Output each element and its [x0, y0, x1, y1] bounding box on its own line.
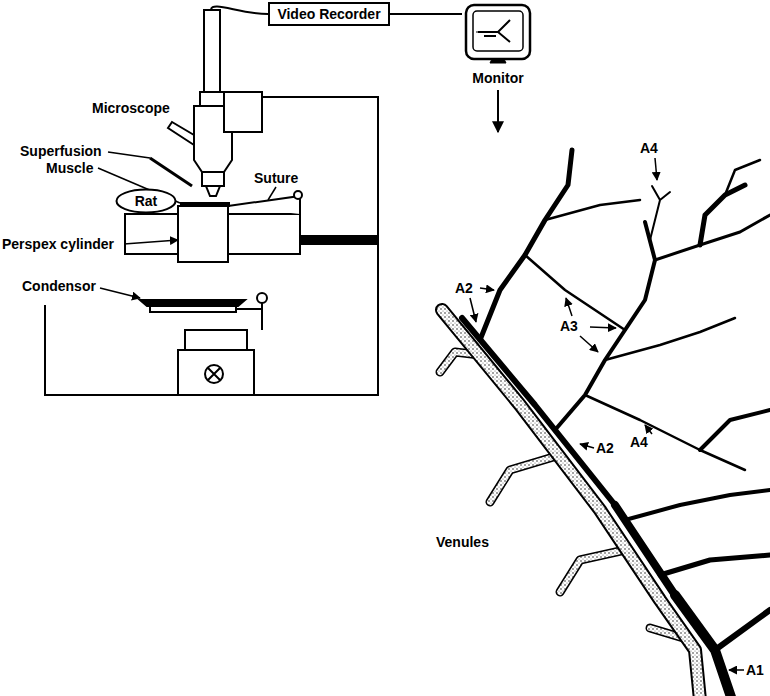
vessel-label: A1 [746, 662, 764, 678]
vessel-label: A2 [596, 440, 614, 456]
vessel-label: Venules [436, 534, 489, 550]
part-label: Condensor [22, 278, 96, 294]
vessel-label: A2 [455, 280, 473, 296]
venules [440, 310, 700, 696]
node-text: Monitor [462, 70, 534, 86]
callout-arrows [470, 158, 744, 670]
node-text: Rat [135, 193, 158, 209]
vessel-label: A4 [640, 140, 658, 156]
muscle [180, 202, 230, 207]
part-label: Perspex cylinder [2, 236, 114, 252]
rat-ellipse: Rat [115, 188, 177, 214]
part-label: Suture [254, 170, 298, 186]
vessel-label: A4 [630, 434, 648, 450]
arterioles [462, 150, 770, 696]
condenser [140, 293, 267, 395]
cable [390, 13, 462, 15]
node-text: Video Recorder [277, 6, 380, 22]
part-label: Superfusion [20, 143, 102, 159]
microscope [168, 6, 268, 196]
monitor-screen [462, 2, 534, 64]
part-label: Muscle [46, 160, 93, 176]
part-label: Microscope [92, 100, 170, 116]
vessel-label: A3 [560, 318, 578, 334]
monitor-icon: Monitor [462, 2, 534, 88]
leader-lines [98, 90, 498, 298]
superfusion-tube [150, 158, 192, 186]
recorder-box: Video Recorder [268, 2, 390, 26]
